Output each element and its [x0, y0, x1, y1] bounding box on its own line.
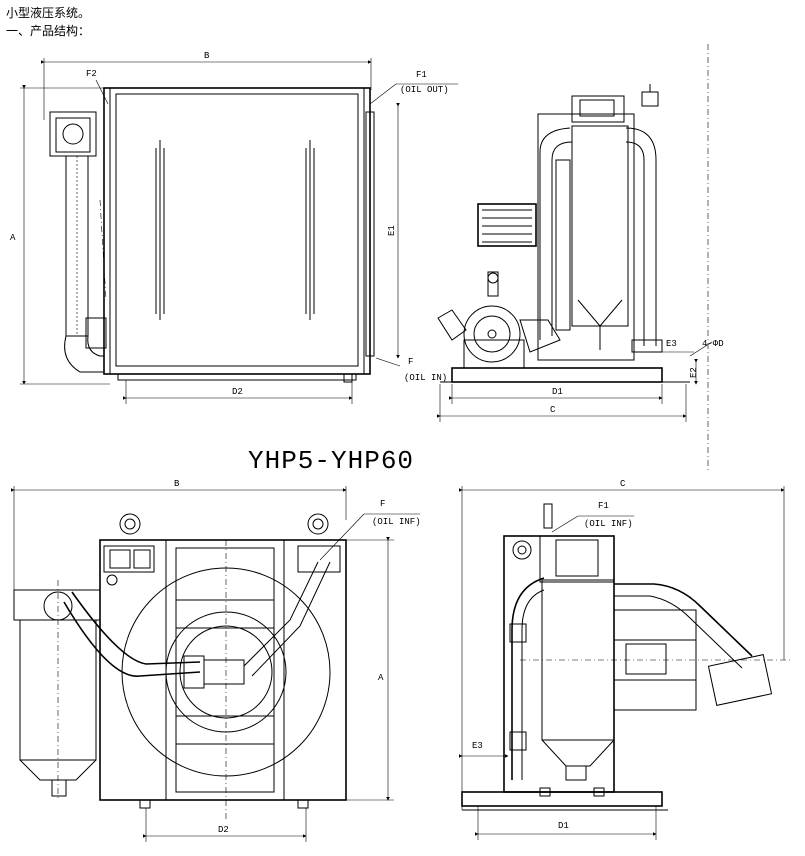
dim-a-label: A: [10, 233, 16, 243]
section-heading: 一、产品结构：: [6, 24, 91, 38]
bottom-f-label: F: [380, 499, 385, 509]
bottom-side-oil-inf-label: (OIL INF): [584, 519, 633, 529]
page-header: 小型液压系统。 一、产品结构：: [6, 4, 90, 40]
f-label: F: [408, 357, 413, 367]
oil-in-label: (OIL IN): [404, 373, 447, 383]
bottom-f1-label: F1: [598, 501, 609, 511]
bottom-dim-b-label: B: [174, 479, 180, 489]
dim-e1-label: E1: [387, 225, 397, 236]
oil-out-label: (OIL OUT): [400, 85, 449, 95]
dim-b-label: B: [204, 51, 210, 61]
bottom-dim-c-label: C: [620, 479, 626, 489]
dim-c-label: C: [550, 405, 556, 415]
intro-text: 小型液压系统。: [6, 6, 91, 20]
phi-d-label: 4-ΦD: [702, 339, 724, 349]
f2-label: F2: [86, 69, 97, 79]
bottom-dim-d1-label: D1: [558, 821, 569, 831]
bottom-dim-a-label: A: [378, 673, 384, 683]
f1-label: F1: [416, 70, 427, 80]
dim-d1-label: D1: [552, 387, 563, 397]
model-title: YHP5-YHP60: [248, 446, 414, 476]
top-side-view: E3 4-ΦD E2 D1 C: [437, 44, 724, 470]
bottom-front-view: B A: [11, 479, 421, 842]
bottom-side-view: C E3: [459, 479, 790, 840]
dim-d2-label: D2: [232, 387, 243, 397]
bottom-oil-inf-label: (OIL INF): [372, 517, 421, 527]
dim-e3-label: E3: [666, 339, 677, 349]
top-front-view: B A F2 F1: [10, 51, 458, 404]
dim-e2-label: E2: [689, 367, 699, 378]
bottom-dim-e3-label: E3: [472, 741, 483, 751]
bottom-dim-d2-label: D2: [218, 825, 229, 835]
